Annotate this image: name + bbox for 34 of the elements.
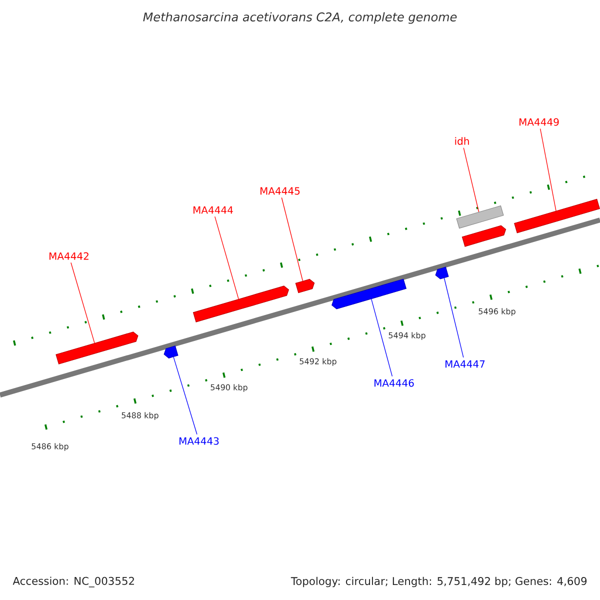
scale-label: 5488 kbp — [122, 412, 158, 420]
leader-line — [444, 278, 464, 358]
gene-feature — [192, 286, 290, 322]
scale-label: 5494 kbp — [388, 332, 426, 340]
leader-line — [540, 128, 556, 212]
leader-line — [281, 197, 304, 282]
leader-line — [173, 356, 198, 435]
leader-line — [463, 147, 480, 212]
gene-label: MA4443 — [180, 437, 219, 445]
footer-text: Topology: circular; Length: 5,751,492 bp; Genes: 4,609 — [290, 576, 587, 588]
gene-feature — [456, 205, 504, 229]
leader-line — [70, 262, 95, 344]
gene-feature — [295, 278, 315, 294]
gene-label: MA4446 — [374, 379, 414, 387]
gene-feature — [514, 198, 600, 234]
gene-feature — [164, 346, 178, 358]
gene-feature — [435, 266, 449, 280]
gene-feature — [56, 332, 138, 364]
gene-feature — [462, 225, 506, 247]
scale-label: 5486 kbp — [32, 443, 68, 451]
gene-label: MA4449 — [520, 118, 559, 126]
footer-text: Accession: NC_003552 — [12, 576, 134, 588]
gene-label: MA4444 — [194, 206, 233, 214]
gene-label: MA4447 — [446, 360, 485, 368]
gene-feature — [332, 278, 407, 310]
gene-label: MA4445 — [260, 187, 300, 195]
scale-label: 5496 kbp — [478, 308, 516, 316]
leader-line — [371, 298, 393, 377]
title: Methanosarcina acetivorans C2A, complete genome — [143, 12, 457, 24]
gene-label: idh — [455, 137, 469, 145]
leader-line — [214, 216, 239, 300]
scale-label: 5490 kbp — [210, 384, 248, 392]
gene-label: MA4442 — [50, 252, 88, 260]
scale-label: 5492 kbp — [300, 358, 336, 366]
